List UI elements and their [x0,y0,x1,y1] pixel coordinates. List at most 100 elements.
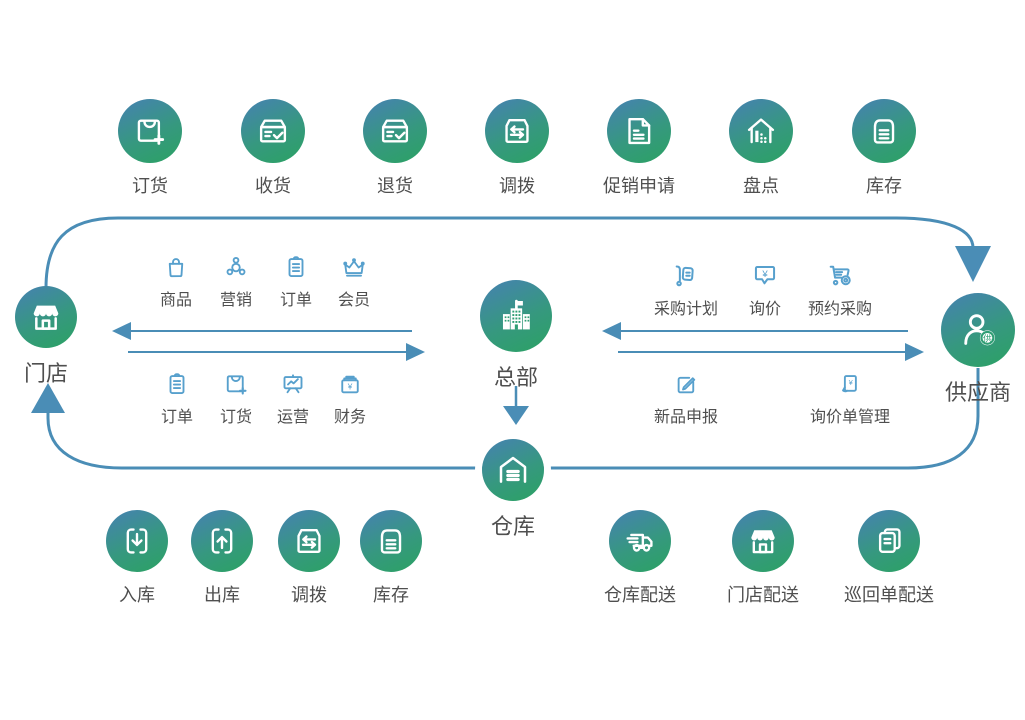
inventory-box-icon [852,99,916,163]
node-receive: 收货 [213,99,333,198]
mini-label: 运营 [276,409,309,426]
docs-stack-icon [858,510,920,572]
arrowhead-right-lower-left-group [406,343,425,361]
purchase-plan-icon [675,265,694,287]
node-inventory: 库存 [824,99,944,198]
entity-headquarters: 总部 [456,280,576,392]
transfer-box-icon [278,510,340,572]
arrowhead-left-upper-right-group [602,322,621,340]
entity-label: 总部 [493,365,538,390]
svg-text:¥: ¥ [761,269,768,280]
arrowhead-to-warehouse [503,406,529,425]
outbound-icon [191,510,253,572]
node-transfer-wh: 调拨 [249,510,369,607]
node-label: 库存 [373,585,409,605]
mini-label: 营销 [219,292,252,309]
node-outbound: 出库 [162,510,282,607]
mini-inquiry: ¥ 询价 [717,259,813,319]
node-label: 收货 [255,176,291,196]
mini-label: 订单 [279,292,312,309]
mini-ordering: 订货 [188,369,284,427]
node-label: 调拨 [499,176,535,196]
mini-label: 订货 [219,409,252,426]
stocktake-building-icon [729,99,793,163]
warehouse-icon [482,439,544,501]
node-label: 仓库配送 [604,585,676,605]
mini-member: 会员 [306,252,402,310]
top-loop-line [44,216,975,289]
inbound-icon [106,510,168,572]
storefront-icon [15,286,77,348]
mini-operations: 运营 [245,369,341,427]
svg-text:¥: ¥ [849,378,854,387]
node-label: 巡回单配送 [844,585,934,605]
node-promo-request: 促销申请 [579,99,699,198]
node-label: 促销申请 [603,176,675,196]
entity-store: 门店 [0,286,106,388]
mini-finance: ¥ 财务 [302,369,398,427]
node-label: 调拨 [291,585,327,605]
entity-supplier: 供 供应商 [918,293,1025,407]
entity-label: 门店 [23,361,68,386]
node-return: 退货 [335,99,455,198]
entity-label: 供应商 [944,380,1011,405]
mini-label: 询价 [748,301,781,318]
mini-label: 会员 [337,292,370,309]
mini-label: 询价单管理 [809,409,890,426]
inventory-box-icon [360,510,422,572]
return-box-icon [363,99,427,163]
mini-reserve-purchase: 预约采购 [792,259,888,319]
node-route-delivery: 巡回单配送 [819,510,959,607]
mini-order-doc2: 订单 [129,369,225,427]
reserve-purchase-icon [829,265,851,286]
node-transfer: 调拨 [457,99,577,198]
mini-order-doc: 订单 [248,252,344,310]
mini-inquiry-doc: ¥ 询价单管理 [802,369,898,427]
node-label: 库存 [866,176,902,196]
mini-label: 新品申报 [653,409,718,426]
receive-box-icon [241,99,305,163]
order-bag-plus-icon [226,375,247,395]
mini-label: 订单 [160,409,193,426]
svg-text:¥: ¥ [347,382,353,391]
node-label: 出库 [204,585,240,605]
arrowhead-to-store [31,383,65,413]
new-product-edit-icon [677,376,696,394]
node-inbound: 入库 [77,510,197,607]
promo-document-icon [607,99,671,163]
entity-label: 仓库 [490,514,535,539]
arrowhead-right-lower-right-group [905,343,924,361]
node-order: 订货 [90,99,210,198]
delivery-truck-icon [609,510,671,572]
order-clipboard-icon [169,373,185,394]
order-bag-plus-icon [118,99,182,163]
inquiry-bubble-icon: ¥ [754,266,776,285]
mini-label: 财务 [333,409,366,426]
mini-label: 商品 [159,292,192,309]
mini-purchase-plan: 采购计划 [638,259,734,319]
marketing-group-icon [226,256,246,276]
order-clipboard-icon [288,256,304,277]
member-crown-icon [343,258,365,277]
mini-new-product: 新品申报 [638,369,734,427]
headquarters-icon [480,280,552,352]
node-label: 退货 [377,176,413,196]
entity-warehouse: 仓库 [453,439,573,541]
node-warehouse-delivery: 仓库配送 [575,510,705,607]
node-store-delivery: 门店配送 [698,510,828,607]
mini-product: 商品 [128,252,224,310]
supplier-badge-text: 供 [983,333,992,344]
arrowhead-left-upper [112,322,131,340]
node-label: 门店配送 [727,585,799,605]
inquiry-doc-icon: ¥ [842,375,857,393]
arrowhead-to-supplier [955,246,991,282]
node-stocktake: 盘点 [701,99,821,198]
transfer-box-icon [485,99,549,163]
operations-chart-icon [283,374,303,394]
mini-marketing: 营销 [188,252,284,310]
mini-label: 预约采购 [807,301,872,318]
node-label: 入库 [119,585,155,605]
product-bag-icon [168,258,184,278]
